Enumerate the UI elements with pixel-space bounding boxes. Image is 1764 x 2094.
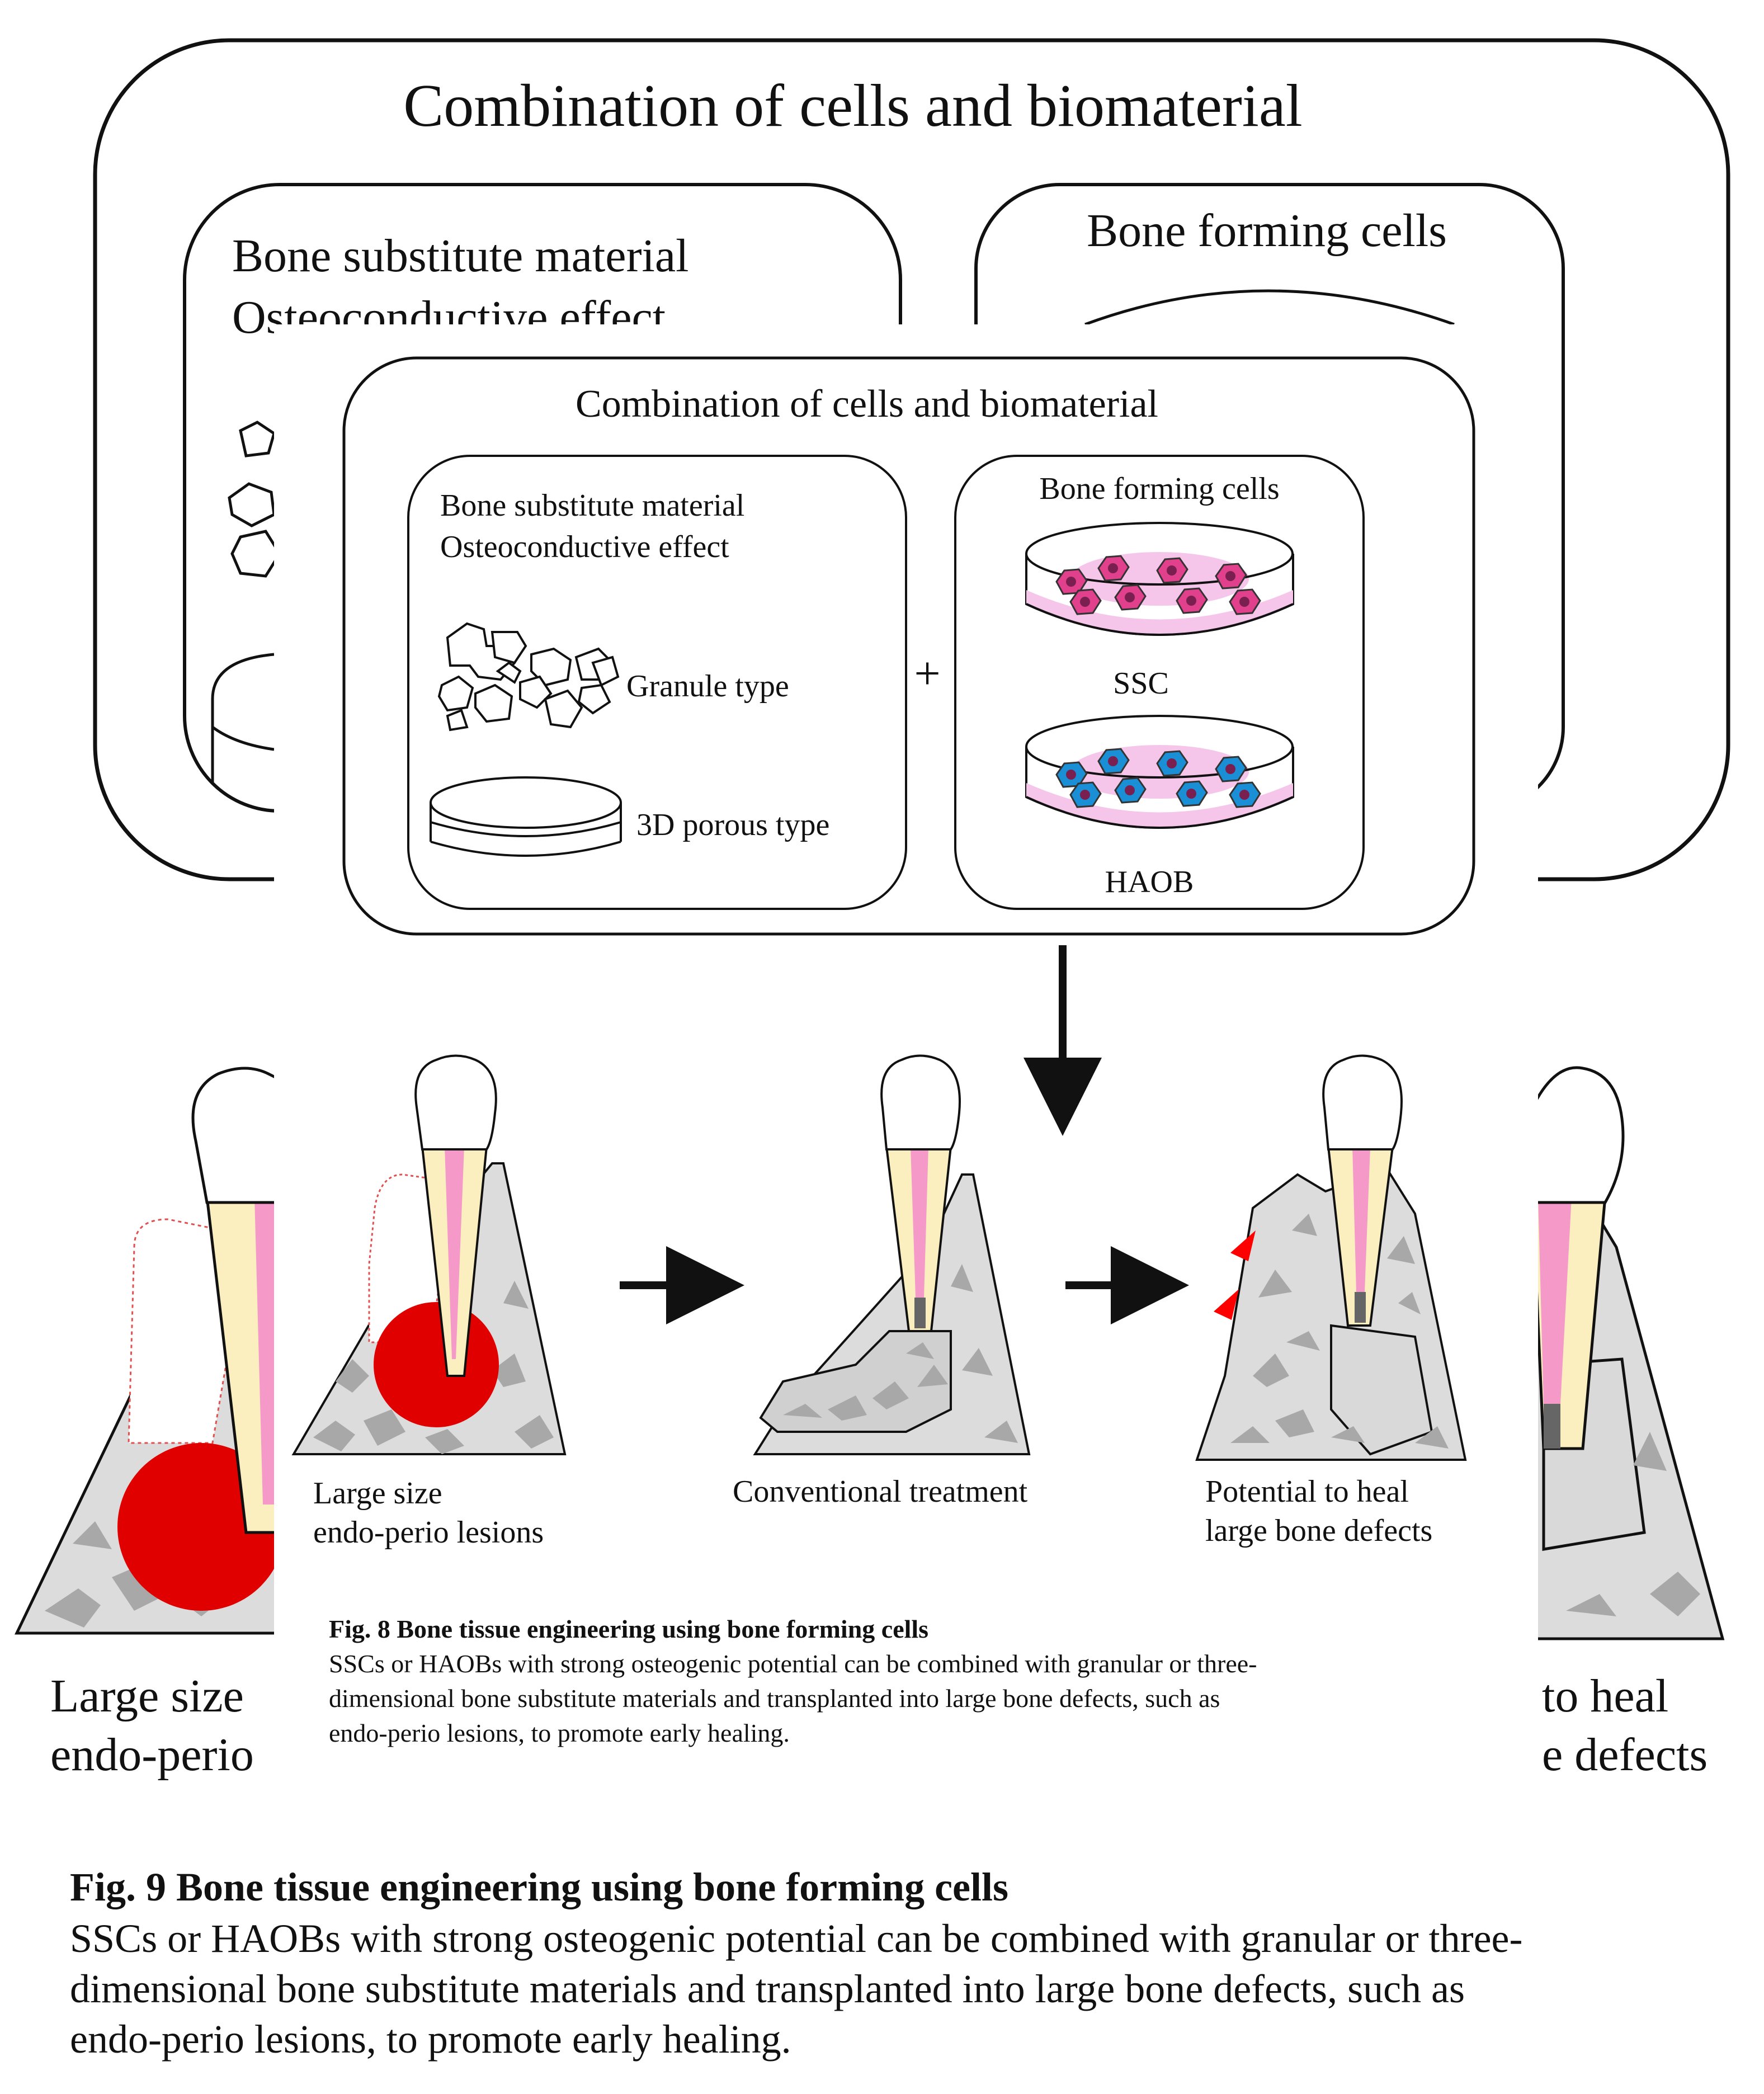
ssc-cell-nucleus xyxy=(1125,592,1135,602)
haob-cell-nucleus xyxy=(1186,789,1196,799)
ssc-cell-nucleus xyxy=(1225,571,1235,581)
outer-stage-right-2: e defects xyxy=(1542,1729,1708,1781)
ssc-label: SSC xyxy=(1113,666,1169,701)
haob-cell-nucleus xyxy=(1108,756,1118,766)
ssc-cell-nucleus xyxy=(1186,596,1196,606)
inner-caption-line-1: SSCs or HAOBs with strong osteogenic pot… xyxy=(329,1649,1257,1678)
inner-caption-line-3: endo-perio lesions, to promote early hea… xyxy=(329,1719,790,1747)
stage-lesion-label-2: endo-perio lesions xyxy=(313,1515,544,1550)
red-arrowhead-2 xyxy=(1214,1289,1239,1320)
tooth-stage-conventional xyxy=(753,1054,1031,1455)
porous-type-label: 3D porous type xyxy=(636,808,829,842)
inner-material-label-1: Bone substitute material xyxy=(440,488,744,523)
outer-panel-title: Combination of cells and biomaterial xyxy=(403,73,1303,139)
caption-line-1: SSCs or HAOBs with strong osteogenic pot… xyxy=(70,1916,1522,1961)
caption-title: Fig. 9 Bone tissue engineering using bon… xyxy=(70,1865,1008,1909)
inner-caption-line-2: dimensional bone substitute materials an… xyxy=(329,1684,1220,1713)
ssc-cell-nucleus xyxy=(1167,565,1177,576)
red-arrowhead-1 xyxy=(1230,1230,1256,1261)
haob-cell-nucleus xyxy=(1167,758,1177,768)
ssc-cell-nucleus xyxy=(1080,597,1090,607)
caption-line-3: endo-perio lesions, to promote early hea… xyxy=(70,2017,791,2062)
tooth-stage-healing xyxy=(1195,1054,1467,1461)
caption-title-text: Bone tissue engineering using bone formi… xyxy=(166,1865,1008,1909)
ssc-cell-nucleus xyxy=(1239,597,1249,607)
haob-cell-nucleus xyxy=(1225,764,1235,774)
ssc-cell-nucleus xyxy=(1066,577,1076,587)
inner-cells-title: Bone forming cells xyxy=(1039,471,1279,506)
caption-line-2: dimensional bone substitute materials an… xyxy=(70,1966,1465,2011)
tooth-stage-lesion xyxy=(291,1054,567,1455)
haob-cell-nucleus xyxy=(1239,790,1249,800)
inner-caption-title: Fig. 8 Bone tissue engineering using bon… xyxy=(329,1615,928,1643)
haob-label: HAOB xyxy=(1105,865,1194,899)
outer-dish-rim xyxy=(1084,289,1455,326)
inner-figure: Combination of cells and biomaterial Bon… xyxy=(274,324,1538,1779)
haob-cell-nucleus xyxy=(1066,770,1076,780)
outer-stage-left-1: Large size xyxy=(50,1670,244,1722)
plus-sign: + xyxy=(914,648,940,700)
stage-healing-label-1: Potential to heal xyxy=(1205,1474,1409,1509)
haob-cell-nucleus xyxy=(1080,790,1090,800)
outer-stage-right-1: to heal xyxy=(1542,1670,1668,1722)
inner-panel-title: Combination of cells and biomaterial xyxy=(576,383,1158,426)
porous-type-icon xyxy=(430,776,622,857)
granule-type-label: Granule type xyxy=(626,669,789,704)
outer-tooth-left xyxy=(15,1067,274,1635)
outer-disc-icon xyxy=(211,653,275,783)
granule-type-icon xyxy=(437,622,620,732)
stage-healing-label-2: large bone defects xyxy=(1205,1513,1432,1548)
outer-stage-left-2: endo-perio xyxy=(50,1729,254,1781)
outer-cells-title: Bone forming cells xyxy=(1087,205,1447,257)
stage-conventional-label: Conventional treatment xyxy=(733,1474,1028,1509)
figure-caption: Fig. 9 Bone tissue engineering using bon… xyxy=(70,1865,1522,2062)
haob-dish xyxy=(1025,715,1294,829)
caption-title-prefix: Fig. 9 xyxy=(70,1865,166,1909)
outer-material-label-1: Bone substitute material xyxy=(232,230,689,282)
stage-lesion-label-1: Large size xyxy=(313,1476,442,1511)
inner-material-label-2: Osteoconductive effect xyxy=(440,530,729,564)
outer-tooth-right xyxy=(1538,1066,1725,1640)
ssc-dish xyxy=(1025,522,1294,636)
ssc-cell-nucleus xyxy=(1108,563,1118,573)
haob-cell-nucleus xyxy=(1125,785,1135,795)
